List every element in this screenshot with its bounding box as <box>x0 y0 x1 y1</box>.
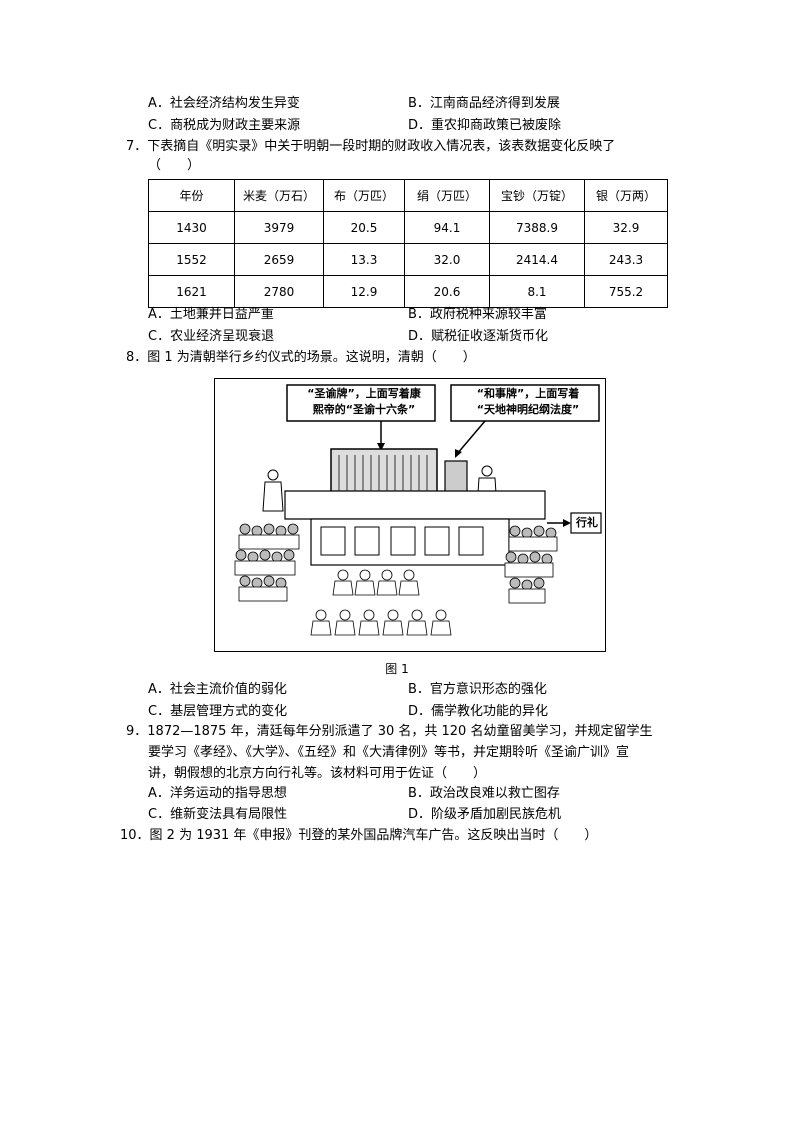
table-cell: 243.3 <box>584 243 668 276</box>
q7-stem-bracket: （ ） <box>148 158 201 173</box>
q7-option-d: D．赋税征收逐渐货币化 <box>408 329 549 344</box>
table-cell: 32.0 <box>404 243 490 276</box>
table-cell: 1552 <box>148 243 235 276</box>
table-cell: 8.1 <box>489 275 585 308</box>
table-row: 1552 2659 13.3 32.0 2414.4 243.3 <box>148 243 668 276</box>
q7-option-b: B．政府税种来源较丰富 <box>408 307 547 322</box>
table-row: 1430 3979 20.5 94.1 7388.9 32.9 <box>148 211 668 244</box>
table-cell: 7388.9 <box>489 211 585 244</box>
q9-stem-line1: 9．1872—1875 年，清廷每年分别派遣了 30 名，共 120 名幼童留美… <box>126 724 653 739</box>
table-cell: 2780 <box>234 275 324 308</box>
q8-option-b: B．官方意识形态的强化 <box>408 682 547 697</box>
q7-option-c: C．农业经济呈现衰退 <box>148 329 275 344</box>
q8-stem: 8．图 1 为清朝举行乡约仪式的场景。这说明，清朝（ ） <box>126 350 476 365</box>
q9-option-c: C．维新变法具有局限性 <box>148 807 288 822</box>
table-cell: 1430 <box>148 211 235 244</box>
table-cell: 755.2 <box>584 275 668 308</box>
q9-option-d: D．阶级矛盾加剧民族危机 <box>408 807 562 822</box>
q6-option-b: B．江南商品经济得到发展 <box>408 96 560 111</box>
q9-stem-line2: 要学习《孝经》、《大学》、《五经》和《大清律例》等书，并定期聆听《圣谕广训》宣 <box>148 745 630 760</box>
table-cell: 94.1 <box>404 211 490 244</box>
q9-stem-line3: 讲，朝假想的北京方向行礼等。该材料可用于佐证（ ） <box>148 766 487 781</box>
q8-option-d: D．儒学教化功能的异化 <box>408 704 549 719</box>
table-header-cell: 银（万两） <box>584 179 668 212</box>
callout-harmony-placard-line1: “和事牌”，上面写着 <box>476 387 580 400</box>
table-cell: 13.3 <box>323 243 405 276</box>
q8-option-a: A．社会主流价值的弱化 <box>148 682 287 697</box>
table-header-cell: 布（万匹） <box>323 179 405 212</box>
q7-option-a: A．土地兼并日益严重 <box>148 307 274 322</box>
table-header-cell: 米麦（万石） <box>234 179 324 212</box>
ritual-label: 行礼 <box>576 516 598 529</box>
table-cell: 20.6 <box>404 275 490 308</box>
q6-option-c: C．商税成为财政主要来源 <box>148 118 301 133</box>
q7-stem: 7．下表摘自《明实录》中关于明朝一段时期的财政收入情况表，该表数据变化反映了 <box>126 139 616 154</box>
q10-stem: 10．图 2 为 1931 年《申报》刊登的某外国品牌汽车广告。这反映出当时（ … <box>120 828 598 843</box>
table-cell: 3979 <box>234 211 324 244</box>
q9-option-b: B．政治改良难以救亡图存 <box>408 786 560 801</box>
callout-harmony-placard-line2: “天地神明纪纲法度” <box>476 403 580 416</box>
table-header-cell: 宝钞（万锭） <box>489 179 585 212</box>
figure-caption: 图 1 <box>385 662 409 676</box>
table-cell: 1621 <box>148 275 235 308</box>
table-row: 1621 2780 12.9 20.6 8.1 755.2 <box>148 275 668 308</box>
q8-option-c: C．基层管理方式的变化 <box>148 704 288 719</box>
callout-sacred-edict-line2: 熙帝的“圣谕十六条” <box>312 403 416 416</box>
q6-option-d: D．重农抑商政策已被废除 <box>408 118 562 133</box>
table-cell: 12.9 <box>323 275 405 308</box>
ceremony-illustration: “圣谕牌”，上面写着康 熙帝的“圣谕十六条” “和事牌”，上面写着 “天地神明纪… <box>214 378 606 652</box>
ceremony-drawing <box>234 384 602 636</box>
table-cell: 2414.4 <box>489 243 585 276</box>
table-cell: 2659 <box>234 243 324 276</box>
table-header-row: 年份 米麦（万石） 布（万匹） 绢（万匹） 宝钞（万锭） 银（万两） <box>148 179 668 212</box>
table-header-cell: 绢（万匹） <box>404 179 490 212</box>
table-cell: 20.5 <box>323 211 405 244</box>
q9-option-a: A．洋务运动的指导思想 <box>148 786 287 801</box>
table-header-cell: 年份 <box>148 179 235 212</box>
q6-option-a: A．社会经济结构发生异变 <box>148 96 300 111</box>
callout-sacred-edict-line1: “圣谕牌”，上面写着康 <box>307 387 421 400</box>
fiscal-revenue-table: 年份 米麦（万石） 布（万匹） 绢（万匹） 宝钞（万锭） 银（万两） 1430 … <box>148 179 668 308</box>
table-cell: 32.9 <box>584 211 668 244</box>
